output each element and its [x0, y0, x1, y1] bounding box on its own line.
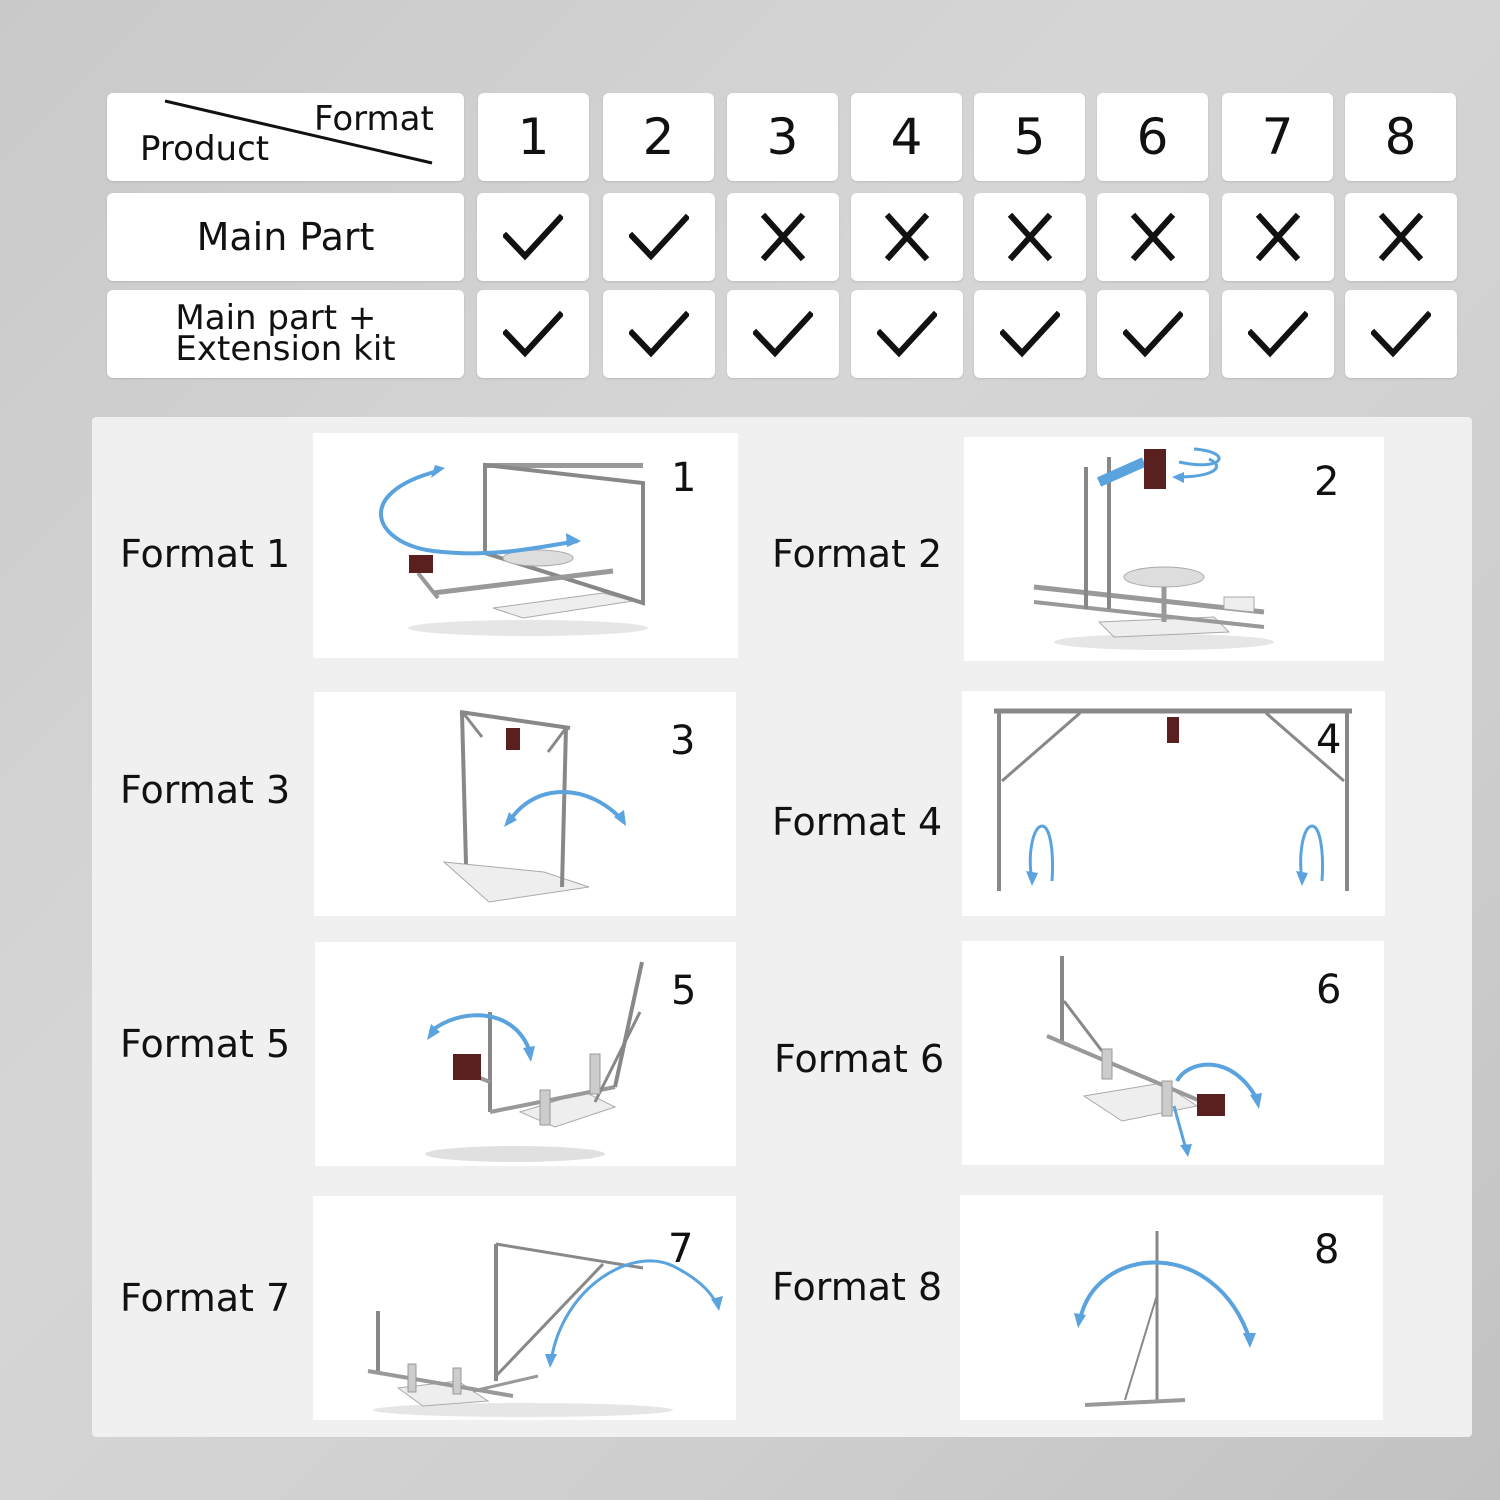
format-col-7: 7 — [1222, 93, 1333, 181]
mark-cell — [727, 290, 839, 378]
format-3-label: Format 3 — [120, 768, 291, 812]
format-4-image: 4 — [962, 691, 1385, 916]
row-label-extension: Main part + Extension kit — [107, 290, 464, 378]
format-3-image: 3 — [314, 692, 736, 916]
format-8-image: 8 — [960, 1195, 1383, 1420]
format-2-image: 2 — [964, 437, 1384, 661]
check-icon — [1123, 310, 1183, 358]
format-3-number: 3 — [670, 718, 696, 764]
row-label-line2: Extension kit — [175, 329, 396, 369]
mark-cell — [1222, 193, 1334, 281]
format-col-8: 8 — [1345, 93, 1456, 181]
format-8-number: 8 — [1314, 1227, 1340, 1273]
check-icon — [1000, 310, 1060, 358]
format-8-illustration — [1074, 1231, 1256, 1407]
format-2-number: 2 — [1314, 459, 1340, 505]
format-col-2: 2 — [603, 93, 714, 181]
mark-cell — [1345, 290, 1457, 378]
format-8-label: Format 8 — [772, 1265, 943, 1309]
check-icon — [503, 213, 563, 261]
row-header-label: Product — [140, 129, 270, 169]
check-icon — [629, 213, 689, 261]
format-number: 6 — [1136, 108, 1169, 166]
row-label-line1: Main part + — [175, 298, 377, 338]
mark-cell — [603, 290, 715, 378]
row-label-text: Main Part — [196, 215, 375, 259]
cross-icon — [1378, 212, 1424, 262]
format-7-illustration — [367, 1242, 723, 1417]
format-7-number: 7 — [668, 1226, 694, 1272]
mark-cell — [477, 193, 589, 281]
mark-cell — [603, 193, 715, 281]
format-3-illustration — [442, 710, 626, 903]
format-1-image: 1 — [313, 433, 738, 658]
format-number: 3 — [766, 108, 799, 166]
format-4-number: 4 — [1316, 717, 1342, 763]
mark-cell — [1097, 290, 1209, 378]
format-4-illustration — [994, 708, 1352, 891]
cross-icon — [884, 212, 930, 262]
diagonal-divider — [164, 99, 433, 165]
mark-cell — [477, 290, 589, 378]
row-label-text: Main part + Extension kit — [175, 298, 396, 369]
format-6-number: 6 — [1316, 967, 1342, 1013]
format-5-image: 5 — [315, 942, 736, 1166]
format-col-6: 6 — [1097, 93, 1208, 181]
format-2-illustration — [1033, 447, 1274, 650]
format-number: 2 — [642, 108, 675, 166]
format-number: 4 — [890, 108, 923, 166]
format-6-image: 6 — [962, 941, 1384, 1165]
format-6-illustration — [1046, 956, 1262, 1157]
check-icon — [629, 310, 689, 358]
row-label-main-part: Main Part — [107, 193, 464, 281]
format-col-1: 1 — [478, 93, 589, 181]
mark-cell — [974, 193, 1086, 281]
mark-cell — [851, 290, 963, 378]
format-number: 7 — [1261, 108, 1294, 166]
format-5-label: Format 5 — [120, 1022, 291, 1066]
cross-icon — [760, 212, 806, 262]
table-corner-header: Format Product — [107, 93, 464, 181]
format-4-label: Format 4 — [772, 800, 943, 844]
format-5-illustration — [425, 961, 644, 1162]
cross-icon — [1255, 212, 1301, 262]
check-icon — [877, 310, 937, 358]
format-6-label: Format 6 — [774, 1037, 945, 1081]
check-icon — [1371, 310, 1431, 358]
mark-cell — [727, 193, 839, 281]
col-header-label: Format — [314, 99, 434, 139]
format-1-number: 1 — [671, 455, 697, 501]
format-col-5: 5 — [974, 93, 1085, 181]
format-1-illustration — [379, 462, 648, 636]
check-icon — [1248, 310, 1308, 358]
format-number: 5 — [1013, 108, 1046, 166]
format-1-label: Format 1 — [120, 532, 291, 576]
format-5-number: 5 — [671, 968, 697, 1014]
format-2-label: Format 2 — [772, 532, 943, 576]
format-7-label: Format 7 — [120, 1276, 291, 1320]
format-number: 1 — [517, 108, 550, 166]
check-icon — [753, 310, 813, 358]
cross-icon — [1007, 212, 1053, 262]
mark-cell — [974, 290, 1086, 378]
cross-icon — [1130, 212, 1176, 262]
format-col-4: 4 — [851, 93, 962, 181]
mark-cell — [1097, 193, 1209, 281]
mark-cell — [1345, 193, 1457, 281]
check-icon — [503, 310, 563, 358]
mark-cell — [1222, 290, 1334, 378]
format-col-3: 3 — [727, 93, 838, 181]
format-7-image: 7 — [313, 1196, 736, 1420]
format-number: 8 — [1384, 108, 1417, 166]
mark-cell — [851, 193, 963, 281]
